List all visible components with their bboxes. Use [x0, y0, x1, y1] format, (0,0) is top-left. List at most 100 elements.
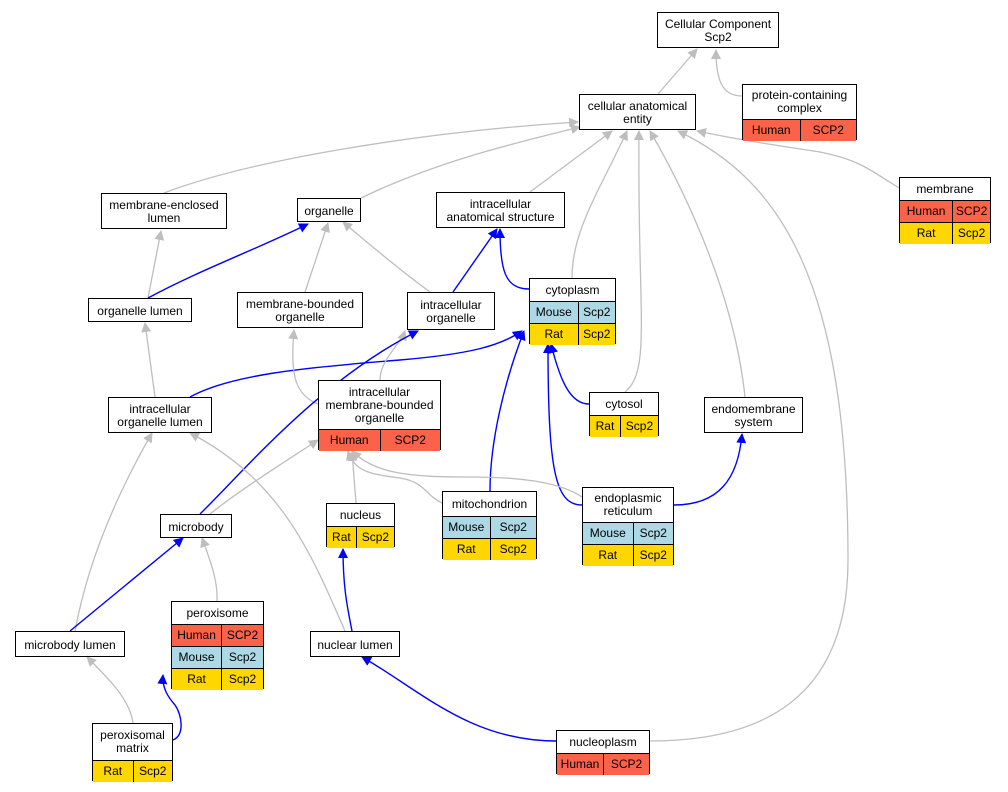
is-a-edge-imbo-to-mbo [288, 329, 319, 405]
species-name: Rat [595, 419, 615, 433]
is-a-edge-mito-to-imbo [346, 450, 443, 504]
is-a-edge-cytoplasm-to-cae [571, 130, 628, 279]
species-row-mouse: Mouse Scp2 [530, 301, 615, 323]
gene-symbol: Scp2 [489, 539, 537, 560]
species-name: Mouse [535, 305, 572, 319]
species-name: Rat [103, 764, 123, 778]
is-a-edge-mbo-to-organelle [304, 222, 330, 293]
is-a-edge-pcc-to-cc [711, 49, 743, 97]
is-a-edge-cae-to-cc [657, 48, 698, 95]
go-term-cellular-component-scp2: Cellular Component Scp2 [657, 12, 779, 48]
part-of-edge-ol-to-organelle [147, 223, 309, 299]
gene-symbol: SCP2 [379, 430, 441, 451]
is-a-edge-ias-to-cae [529, 130, 613, 193]
gene-symbol: SCP2 [221, 625, 263, 646]
go-term-label: Cellular Component Scp2 [664, 17, 772, 44]
go-term-organelle-lumen: organelle lumen [88, 298, 192, 322]
part-of-edge-cytosol-to-cytoplasm [548, 343, 590, 405]
go-term-membrane-bounded-organelle: membrane-bounded organelle [237, 292, 363, 328]
gene-symbol: Scp2 [355, 527, 394, 548]
go-term-label: cellular anatomical entity [587, 99, 688, 126]
species-row-rat: Rat Scp2 [443, 538, 536, 560]
gene-symbol: Scp2 [221, 669, 263, 690]
is-a-edge-microbody-to-imbo [209, 439, 319, 515]
species-name: Mouse [178, 650, 215, 664]
gene-symbol: Scp2 [221, 647, 263, 668]
go-term-label: mitochondrion [451, 496, 528, 511]
gene-symbol: Scp2 [577, 324, 615, 345]
is-a-edge-iol-to-ol [141, 322, 156, 398]
is-a-edge-imbo-to-io [379, 330, 407, 381]
species-row-rat: Rat Scp2 [93, 760, 172, 782]
species-row-rat: Rat Scp2 [590, 415, 658, 437]
species-row-rat: Rat Scp2 [530, 323, 615, 345]
go-term-label: cytosol [605, 396, 643, 411]
species-row-human: Human SCP2 [172, 624, 263, 646]
species-name: Rat [332, 530, 351, 544]
go-term-label: intracellular membrane-bounded organelle [325, 384, 434, 425]
go-term-label: membrane-bounded organelle [245, 297, 355, 324]
gene-symbol: SCP2 [603, 754, 649, 775]
go-term-label: peroxisomal matrix [100, 728, 165, 755]
part-of-edge-cytoplasm-to-ias [495, 228, 530, 290]
is-a-edge-mbl-to-iol [74, 432, 153, 632]
species-name: Human [177, 628, 216, 642]
go-term-intracellular-anatomical-structure: intracellular anatomical structure [436, 192, 565, 228]
go-term-label: membrane-enclosed lumen [109, 198, 219, 225]
go-term-label: organelle [304, 203, 354, 218]
go-term-membrane-enclosed-lumen: membrane-enclosed lumen [101, 193, 227, 229]
go-term-label: intracellular organelle lumen [117, 402, 203, 429]
part-of-edge-pm-to-perox [157, 674, 182, 741]
is-a-edge-er-to-imbo [351, 450, 583, 498]
go-term-label: microbody lumen [24, 637, 116, 652]
species-name: Mouse [448, 520, 485, 534]
go-term-label: nucleus [339, 507, 382, 522]
species-name: Human [751, 123, 791, 137]
go-term-intracellular-organelle: intracellular organelle [407, 292, 495, 330]
gene-symbol: Scp2 [577, 302, 615, 323]
species-name: Rat [456, 542, 476, 556]
part-of-edge-mbl-to-microbody [69, 537, 184, 632]
gene-symbol: Scp2 [619, 416, 658, 437]
go-term-label: organelle lumen [97, 303, 183, 318]
gene-symbol: Scp2 [632, 545, 674, 566]
species-row-rat: Rat Scp2 [172, 668, 263, 690]
species-name: Human [906, 204, 946, 218]
go-term-label: microbody [168, 519, 224, 534]
is-a-edge-es-to-cae [649, 130, 746, 398]
go-term-label: cytoplasm [545, 282, 600, 297]
go-term-endomembrane-system: endomembrane system [704, 397, 803, 433]
go-term-label: nucleoplasm [569, 734, 637, 749]
gene-symbol: Scp2 [132, 761, 173, 782]
species-name: Rat [187, 672, 206, 686]
species-row-mouse: Mouse Scp2 [172, 646, 263, 668]
go-term-intracellular-organelle-lumen: intracellular organelle lumen [108, 397, 212, 433]
go-term-label: intracellular anatomical structure [446, 197, 555, 224]
go-term-microbody: microbody [160, 514, 232, 538]
is-a-edge-nl-to-iol [189, 432, 346, 632]
go-term-microbody-lumen: microbody lumen [15, 631, 125, 657]
is-a-edge-ol-to-mel [147, 230, 165, 299]
is-a-edge-membrane-to-cae [696, 127, 900, 189]
species-name: Rat [544, 327, 564, 341]
gene-symbol: Scp2 [952, 223, 990, 244]
is-a-edge-organelle-to-cae [360, 124, 581, 199]
go-term-label: peroxisome [186, 605, 249, 620]
go-term-cellular-anatomical-entity: cellular anatomical entity [579, 94, 696, 130]
is-a-edge-cytosol-to-cae [624, 130, 644, 393]
